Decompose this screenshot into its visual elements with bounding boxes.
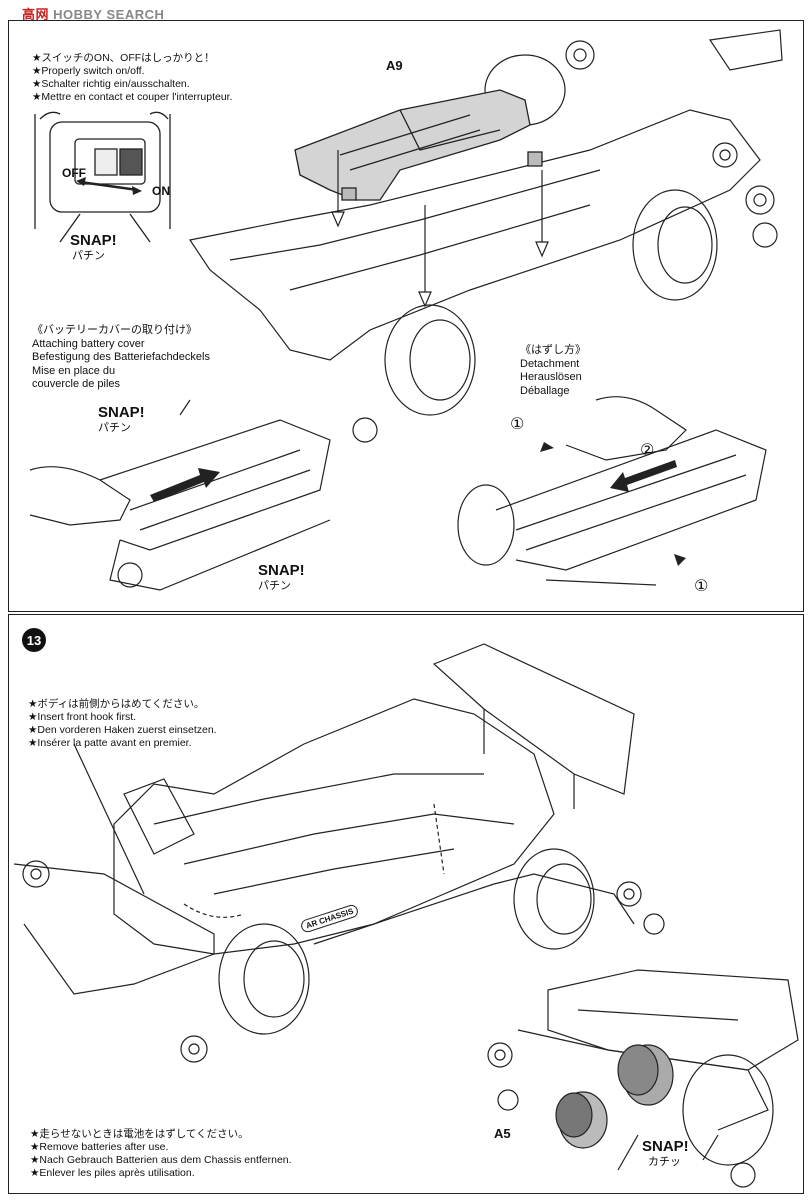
detach-marker-3: ① (694, 578, 709, 595)
attach-snap-2-kana: パチン (258, 580, 291, 592)
top-panel (8, 20, 804, 612)
attach-snap-1-kana: パチン (98, 422, 131, 434)
attach-snap-2: SNAP! (258, 562, 305, 579)
detach-marker-1: ① (510, 416, 525, 433)
off-label: OFF (62, 166, 86, 180)
switch-snap-kana: パチン (72, 250, 105, 262)
detach-title: 《はずし方》 Detachment Herauslösen Déballage (520, 344, 586, 397)
chassis-illustration (189, 29, 783, 443)
battery-snap-kana: カチッ (648, 1156, 681, 1168)
switch-snap: SNAP! (70, 232, 117, 249)
switch-note: ★スイッチのON、OFFはしっかりと！ ★Properly switch on/… (32, 52, 233, 103)
step-number-badge: 13 (22, 628, 46, 652)
detach-illustration (457, 396, 767, 586)
detach-marker-2: ② (640, 442, 655, 459)
switch-illustration (34, 111, 171, 243)
battery-note: ★走らせないときは電池をはずしてください。 ★Remove batteries … (30, 1128, 292, 1179)
car-body-illustration (13, 643, 665, 1063)
attach-title: 《バッテリーカバーの取り付け》 Attaching battery cover … (32, 324, 210, 390)
attach-illustration (29, 399, 331, 591)
watermark: 高网 HOBBY SEARCH (22, 7, 165, 22)
battery-snap: SNAP! (642, 1138, 689, 1155)
bottom-panel (8, 614, 804, 1194)
battery-removal-illustration (487, 969, 799, 1188)
part-a5-label: A5 (494, 1126, 511, 1141)
body-note: ★ボディは前側からはめてください。 ★Insert front hook fir… (28, 698, 217, 749)
attach-snap-1: SNAP! (98, 404, 145, 421)
part-a9-label: A9 (386, 58, 403, 73)
on-label: ON (152, 184, 170, 198)
